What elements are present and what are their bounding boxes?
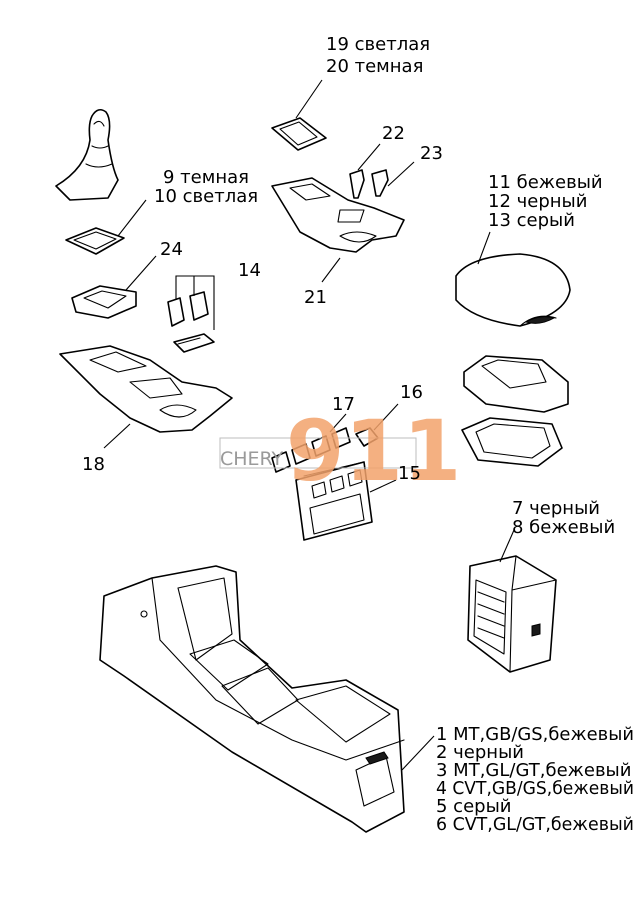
label-2: 2 черный (436, 742, 524, 763)
label-10: 10 светлая (154, 186, 258, 207)
label-15: 15 (398, 463, 421, 484)
label-6: 6 CVT,GL/GT,бежевый (436, 814, 634, 835)
cup-holder-7-8 (467, 555, 557, 673)
gear-shift-boot (55, 108, 119, 201)
label-20: 20 темная (326, 56, 423, 77)
leader-19 (295, 79, 323, 119)
label-18: 18 (82, 454, 105, 475)
label-3: 3 MT,GL/GT,бежевый (436, 760, 631, 781)
label-22: 22 (382, 123, 405, 144)
leader-24 (125, 255, 157, 291)
leader-14 (175, 275, 215, 330)
label-17: 17 (332, 394, 355, 415)
label-13: 13 серый (488, 210, 575, 231)
plug-23 (371, 169, 389, 197)
label-11: 11 бежевый (488, 172, 603, 193)
switch-panel-15 (295, 461, 373, 541)
leader-16 (373, 403, 399, 431)
leader-17 (329, 413, 347, 433)
leader-7-8 (499, 529, 515, 563)
trim-frame-19-20 (271, 117, 327, 151)
label-21: 21 (304, 287, 327, 308)
leader-23 (387, 161, 415, 187)
label-19: 19 светлая (326, 34, 430, 55)
label-12: 12 черный (488, 191, 587, 212)
shift-trim-frame-9-10 (65, 227, 125, 255)
label-24: 24 (160, 239, 183, 260)
label-1: 1 MT,GB/GS,бежевый (436, 724, 634, 745)
label-4: 4 CVT,GB/GS,бежевый (436, 778, 634, 799)
leader-11-13 (477, 231, 491, 265)
switch-group-14 (167, 291, 215, 353)
watermark-text: CHERY (220, 448, 284, 470)
plug-22 (349, 169, 365, 199)
label-8: 8 бежевый (512, 517, 615, 538)
leader-22 (357, 143, 381, 171)
label-16: 16 (400, 382, 423, 403)
part-labels: 19 светлая 20 темная 22 23 9 темная 10 с… (82, 34, 634, 835)
armrest-base (463, 355, 569, 413)
leader-9-10 (117, 199, 147, 237)
leader-18 (103, 423, 131, 449)
label-7: 7 черный (512, 498, 600, 519)
main-floor-console-1-6 (99, 565, 405, 833)
watermark-frame (219, 437, 417, 469)
shift-bezel-24 (71, 285, 137, 319)
leader-1-6 (401, 735, 435, 771)
upper-console-21 (271, 177, 405, 253)
leader-15 (369, 479, 397, 493)
leader-21 (321, 257, 341, 283)
label-23: 23 (420, 143, 443, 164)
label-5: 5 серый (436, 796, 511, 817)
armrest-lid-11-13 (455, 253, 571, 327)
watermark-digits: 911 (286, 402, 461, 500)
switch-buttons-17 (271, 427, 351, 473)
label-14: 14 (238, 260, 261, 281)
watermark: CHERY 911 (219, 402, 461, 500)
armrest-gasket (461, 417, 563, 467)
front-console-trim-18 (59, 345, 233, 433)
label-9: 9 темная (163, 167, 249, 188)
